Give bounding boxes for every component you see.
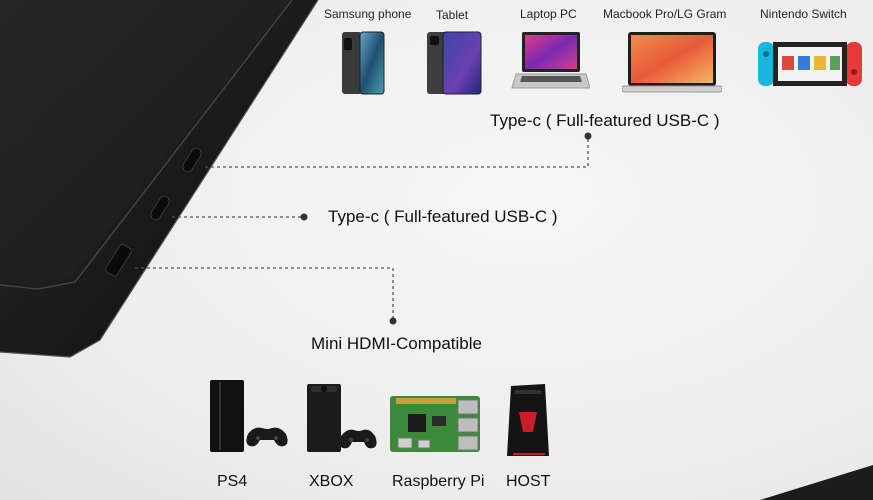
smartphone-icon — [342, 31, 385, 95]
device-label: Laptop PC — [520, 7, 577, 21]
usb-c-port-middle — [150, 195, 170, 221]
game-console-handheld-icon — [758, 42, 862, 86]
circuit-board-icon — [390, 396, 480, 452]
mini-hdmi-port — [105, 243, 132, 277]
device-label: Macbook Pro/LG Gram — [603, 7, 727, 21]
laptop-icon — [622, 32, 722, 93]
tablet-icon — [427, 31, 482, 95]
desktop-tower-icon — [507, 384, 549, 456]
device-label: Nintendo Switch — [760, 7, 847, 21]
device-label: HOST — [506, 473, 551, 490]
ps4-console-icon — [210, 380, 288, 452]
usb-c-port-top — [182, 147, 202, 173]
laptop-icon — [511, 32, 590, 89]
device-label: XBOX — [309, 473, 354, 490]
usb-c-top-label: Type-c ( Full-featured USB-C ) — [490, 111, 720, 130]
device-label: Raspberry Pi — [392, 473, 485, 490]
device-label: PS4 — [217, 473, 248, 490]
usb-c-middle-label: Type-c ( Full-featured USB-C ) — [328, 207, 558, 226]
xbox-console-icon — [307, 384, 377, 452]
device-label: Samsung phone — [324, 7, 412, 21]
hdmi-label: Mini HDMI-Compatible — [311, 334, 482, 353]
device-label: Tablet — [436, 8, 469, 22]
